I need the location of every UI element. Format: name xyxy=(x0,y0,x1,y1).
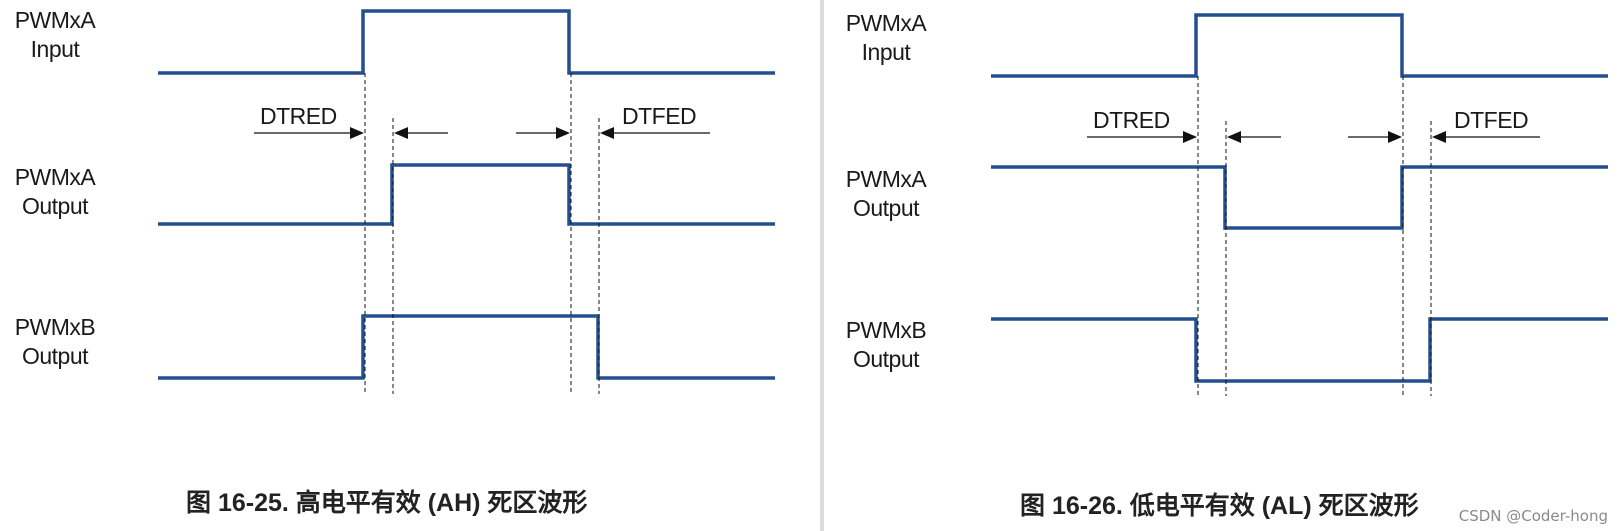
dtred-label: DTRED xyxy=(260,103,337,129)
arrowhead-right-icon xyxy=(1388,131,1402,143)
dtfed-label: DTFED xyxy=(1454,107,1528,133)
panel-active-high: PWMxA Input PWMxA Output PWMxB Output DT… xyxy=(15,7,775,517)
pwma-output-label-line1: PWMxA xyxy=(15,164,97,190)
pwma-output-label-line2: Output xyxy=(853,195,920,221)
pwmb-output-label-line1: PWMxB xyxy=(846,317,927,343)
figure-caption: 图 16-25. 高电平有效 (AH) 死区波形 xyxy=(186,488,587,517)
pwmb-output-waveform xyxy=(991,317,1608,383)
dtred-label: DTRED xyxy=(1093,107,1170,133)
pwmb-output-waveform xyxy=(158,314,775,380)
pwmb-output-label-line2: Output xyxy=(22,343,89,369)
arrowhead-right-icon xyxy=(350,127,364,139)
pwmb-output-label-line2: Output xyxy=(853,346,920,372)
pwma-input-label-line1: PWMxA xyxy=(15,7,97,33)
pwmb-output-label-line1: PWMxB xyxy=(15,314,96,340)
panel-divider xyxy=(820,0,824,531)
arrowhead-left-icon xyxy=(600,127,614,139)
pwma-input-label-line1: PWMxA xyxy=(846,10,928,36)
figure-caption: 图 16-26. 低电平有效 (AL) 死区波形 xyxy=(1020,491,1419,520)
pwma-output-label-line1: PWMxA xyxy=(846,166,928,192)
pwma-input-label-line2: Input xyxy=(862,39,912,65)
arrowhead-right-icon xyxy=(1183,131,1197,143)
arrowhead-left-icon xyxy=(1227,131,1241,143)
pwma-output-waveform xyxy=(991,165,1608,230)
dtfed-label: DTFED xyxy=(622,103,696,129)
pwma-output-waveform xyxy=(158,163,775,226)
arrowhead-right-icon xyxy=(556,127,570,139)
pwma-input-waveform xyxy=(158,9,775,75)
pwma-input-label-line2: Input xyxy=(31,36,81,62)
panel-active-low: PWMxA Input PWMxA Output PWMxB Output DT… xyxy=(846,10,1608,520)
pwma-input-waveform xyxy=(991,13,1608,78)
pwma-output-label-line2: Output xyxy=(22,193,89,219)
watermark: CSDN @Coder-hong xyxy=(1459,507,1608,525)
arrowhead-left-icon xyxy=(394,127,408,139)
arrowhead-left-icon xyxy=(1432,131,1446,143)
